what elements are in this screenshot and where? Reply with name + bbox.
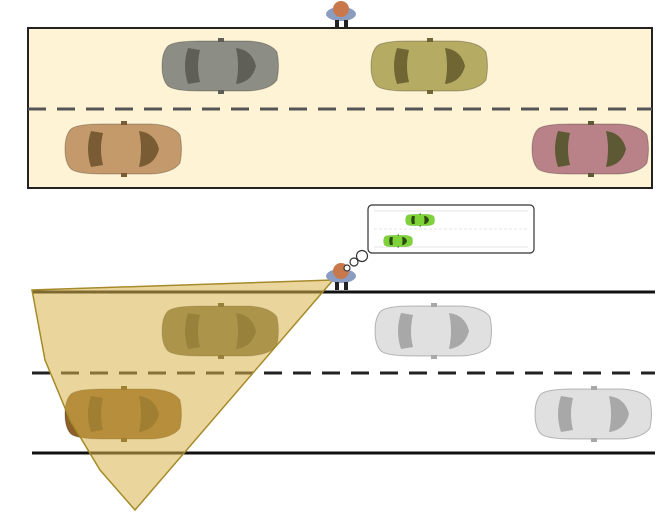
top-pedestrian bbox=[326, 1, 356, 28]
car-rear-window bbox=[185, 48, 200, 84]
person-head bbox=[333, 1, 349, 17]
car-mirror bbox=[431, 303, 437, 307]
car-mirror bbox=[397, 234, 399, 236]
bottom-scene bbox=[31, 204, 655, 512]
field-of-view-cone bbox=[31, 279, 335, 512]
car-mirror bbox=[427, 90, 433, 94]
car-mirror bbox=[121, 121, 127, 125]
car-windshield bbox=[609, 396, 629, 432]
car-top-tan bbox=[64, 121, 182, 177]
car-mirror bbox=[588, 121, 594, 125]
car-bottom-olive-unseen bbox=[374, 303, 492, 359]
person-foot-right bbox=[344, 20, 348, 28]
car-roof bbox=[415, 216, 424, 224]
top-cars bbox=[64, 38, 649, 177]
belief-cars bbox=[383, 213, 435, 248]
thought-bubble bbox=[343, 204, 535, 272]
person-foot-left bbox=[335, 282, 339, 290]
car-rear-window bbox=[558, 396, 573, 432]
car-mirror bbox=[591, 438, 597, 442]
top-scene bbox=[27, 1, 653, 189]
car-roof bbox=[103, 133, 139, 165]
car-roof bbox=[409, 50, 445, 82]
car-top-olive bbox=[370, 38, 488, 94]
car-rear-window bbox=[394, 48, 409, 84]
car-mirror bbox=[419, 225, 421, 227]
bottom-pedestrian bbox=[326, 263, 356, 290]
thought-dot-large bbox=[355, 249, 369, 263]
car-mirror bbox=[121, 173, 127, 177]
car-top-mauve bbox=[531, 121, 649, 177]
car-mirror bbox=[218, 90, 224, 94]
car-rear-window bbox=[411, 215, 415, 225]
car-roof bbox=[200, 50, 236, 82]
car-mirror bbox=[397, 246, 399, 248]
car-roof bbox=[393, 237, 402, 245]
car-mirror bbox=[419, 213, 421, 215]
car-roof bbox=[570, 133, 606, 165]
car-windshield bbox=[139, 131, 159, 167]
car-mirror bbox=[431, 355, 437, 359]
car-mirror bbox=[588, 173, 594, 177]
car-rear-window bbox=[88, 131, 103, 167]
car-bottom-mauve-unseen bbox=[534, 386, 652, 442]
car-mirror bbox=[591, 386, 597, 390]
thought-dot-medium bbox=[349, 257, 359, 267]
car-windshield bbox=[424, 215, 429, 225]
car-rear-window bbox=[555, 131, 570, 167]
car-mirror bbox=[427, 38, 433, 42]
car-windshield bbox=[236, 48, 256, 84]
car-roof bbox=[413, 315, 449, 347]
belief-car-upper bbox=[405, 213, 435, 227]
car-windshield bbox=[606, 131, 626, 167]
car-roof bbox=[573, 398, 609, 430]
car-windshield bbox=[445, 48, 465, 84]
car-top-gray bbox=[161, 38, 279, 94]
person-foot-left bbox=[335, 20, 339, 28]
person-foot-right bbox=[344, 282, 348, 290]
belief-car-lower bbox=[383, 234, 413, 248]
car-rear-window bbox=[389, 236, 393, 246]
car-rear-window bbox=[398, 313, 413, 349]
car-windshield bbox=[449, 313, 469, 349]
car-windshield bbox=[402, 236, 407, 246]
thought-dot-small bbox=[343, 264, 351, 272]
car-mirror bbox=[218, 38, 224, 42]
